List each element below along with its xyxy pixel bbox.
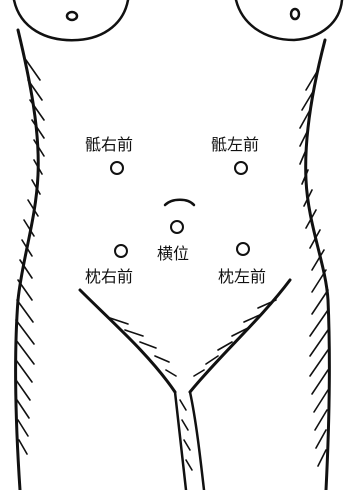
left-groin-line <box>80 290 175 392</box>
left-nipple <box>67 12 77 20</box>
occiput-left-anterior-marker <box>236 242 250 256</box>
right-inner-thigh <box>190 392 204 490</box>
occiput-right-anterior-label: 枕右前 <box>85 263 133 287</box>
navel-icon <box>165 200 194 205</box>
occiput-left-anterior-label: 枕左前 <box>218 263 266 287</box>
transverse-marker <box>170 220 184 234</box>
occiput-right-anterior-marker <box>114 244 128 258</box>
right-body-outline <box>306 40 330 490</box>
right-nipple <box>291 9 299 19</box>
right-breast-outline <box>236 0 342 40</box>
sacrum-left-anterior-label: 骶左前 <box>211 131 259 155</box>
sacrum-left-anterior-marker <box>234 161 248 175</box>
side-shading <box>16 60 328 470</box>
transverse-label: 横位 <box>157 240 189 264</box>
sacrum-right-anterior-marker <box>110 161 124 175</box>
sacrum-right-anterior-label: 骶右前 <box>85 131 133 155</box>
right-groin-line <box>190 280 290 392</box>
